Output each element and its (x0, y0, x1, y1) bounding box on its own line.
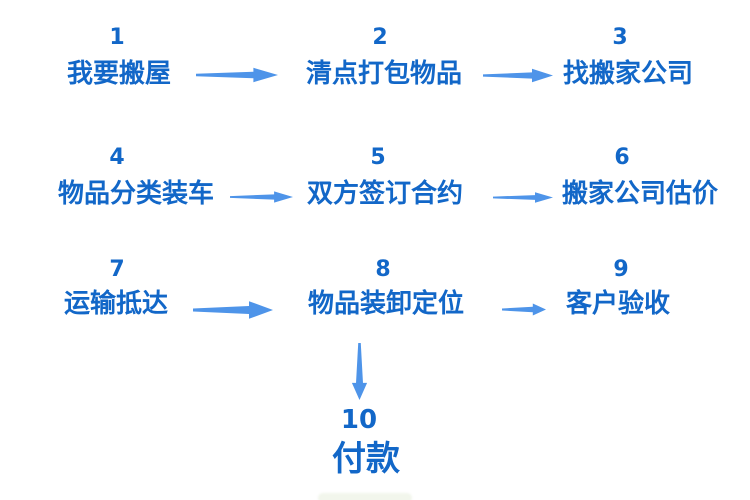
arrow-down-icon (350, 343, 369, 400)
arrow-right-icon (483, 67, 553, 84)
step-5-label: 双方签订合约 (306, 179, 464, 209)
step-4-number: 4 (109, 145, 125, 170)
step-8-label: 物品装卸定位 (307, 289, 465, 319)
step-6-label: 搬家公司估价 (561, 179, 719, 209)
step-2-number: 2 (372, 25, 388, 50)
step-9-number: 9 (613, 257, 629, 282)
step-8-number: 8 (375, 257, 391, 282)
step-6-number: 6 (614, 145, 630, 170)
arrow-right-icon (196, 66, 278, 84)
arrow-right-icon (502, 302, 546, 317)
step-3-number: 3 (612, 25, 628, 50)
step-3-label: 找搬家公司 (562, 59, 694, 89)
step-1-label: 我要搬屋 (66, 59, 172, 89)
step-2-label: 清点打包物品 (305, 59, 463, 89)
arrow-right-icon (193, 299, 273, 321)
step-10-number: 10 (340, 405, 378, 435)
cutoff-artifact (318, 493, 412, 500)
step-7-number: 7 (109, 257, 125, 282)
step-4-label: 物品分类装车 (57, 179, 215, 209)
arrow-right-icon (230, 190, 293, 204)
step-9-label: 客户验收 (565, 289, 671, 319)
step-10-label: 付款 (332, 439, 400, 479)
arrow-right-icon (493, 191, 553, 204)
step-1-number: 1 (109, 25, 125, 50)
step-5-number: 5 (370, 145, 386, 170)
step-7-label: 运输抵达 (63, 289, 169, 319)
